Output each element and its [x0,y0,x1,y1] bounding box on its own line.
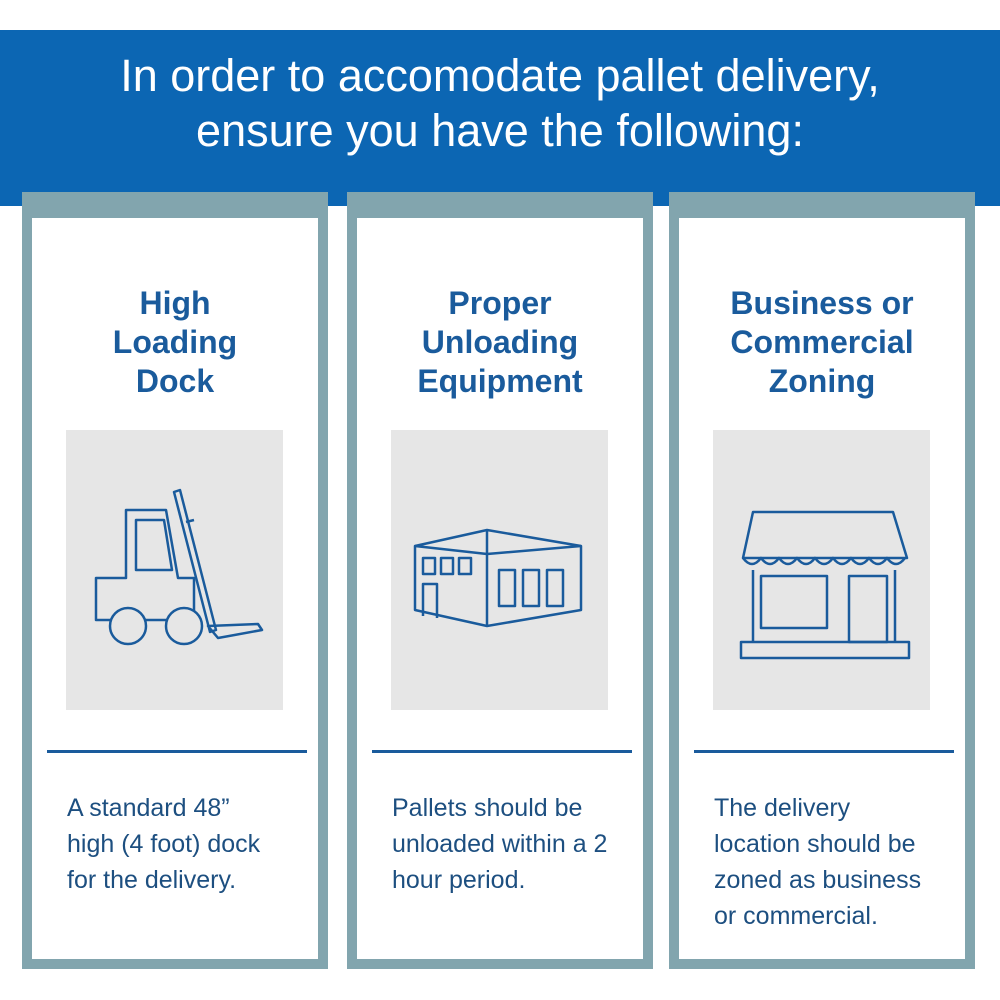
divider [372,750,632,753]
card-title: Proper Unloading Equipment [357,284,643,401]
title-line: Dock [135,363,215,399]
desc-line: hour period. [392,866,526,894]
warehouse-icon [391,430,608,710]
card-description: Pallets should be unloaded within a 2 ho… [392,790,633,898]
card-business-commercial-zoning: Business or Commercial Zoning The delive… [669,192,975,969]
card-description: The delivery location should be zoned as… [714,790,955,934]
card-high-loading-dock: High Loading Dock A standard 48” high (4… [22,192,328,969]
card-title: Business or Commercial Zoning [679,284,965,401]
title-line: Proper [448,285,552,321]
card-body: Proper Unloading Equipment Pallets shoul… [357,218,643,959]
desc-line: zoned as business [714,866,922,894]
divider [694,750,954,753]
divider [47,750,307,753]
title-line: High [139,285,211,321]
title-line: Commercial [730,324,914,360]
card-description: A standard 48” high (4 foot) dock for th… [67,790,308,898]
card-proper-unloading-equipment: Proper Unloading Equipment Pallets shoul… [347,192,653,969]
title-line: Zoning [768,363,876,399]
title-line: Loading [112,324,238,360]
header-banner [0,30,1000,206]
headline-line-2: ensure you have the following: [196,105,804,156]
forklift-icon [66,430,283,710]
desc-line: A standard 48” [67,794,230,822]
desc-line: or commercial. [714,902,878,930]
card-body: High Loading Dock A standard 48” high (4… [32,218,318,959]
desc-line: Pallets should be [392,794,583,822]
title-line: Business or [730,285,914,321]
storefront-icon [713,430,930,710]
desc-line: location should be [714,830,916,858]
desc-line: unloaded within a 2 [392,830,608,858]
card-body: Business or Commercial Zoning The delive… [679,218,965,959]
desc-line: high (4 foot) dock [67,830,261,858]
headline-line-1: In order to accomodate pallet delivery, [120,50,880,101]
desc-line: The delivery [714,794,851,822]
desc-line: for the delivery. [67,866,237,894]
title-line: Unloading [421,324,579,360]
headline: In order to accomodate pallet delivery, … [0,48,1000,158]
title-line: Equipment [417,363,583,399]
card-title: High Loading Dock [32,284,318,401]
